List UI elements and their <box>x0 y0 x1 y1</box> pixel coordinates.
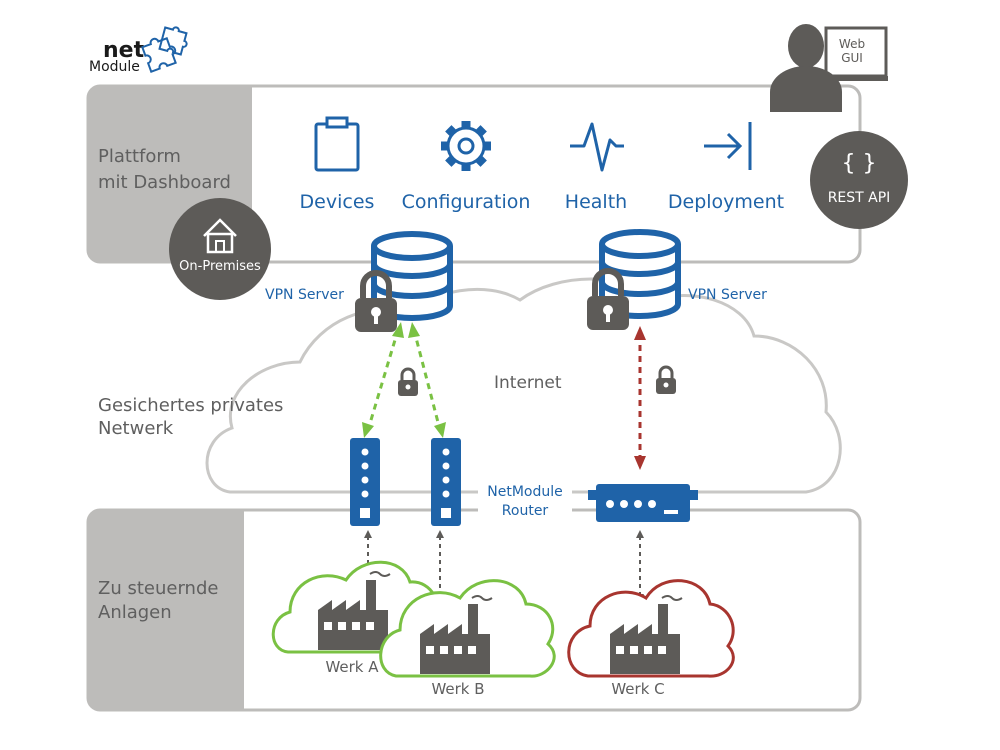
router-label-line2: Router <box>502 503 549 519</box>
feature-configuration: Configuration <box>402 191 531 213</box>
internet-cloud: Internet <box>205 277 842 494</box>
feature-devices: Devices <box>300 191 375 213</box>
vpn-server-right-label: VPN Server <box>688 287 767 303</box>
user-icon: Web GUI <box>770 24 888 112</box>
gear-icon <box>441 121 491 171</box>
vpn-server-left-label: VPN Server <box>265 287 344 303</box>
router-box-c <box>588 484 698 522</box>
plant-label-c: Werk C <box>611 680 664 698</box>
deploy-arrow-icon <box>704 122 752 170</box>
router-tower-a <box>350 438 380 526</box>
clipboard-icon <box>314 116 360 172</box>
internet-label: Internet <box>494 373 562 393</box>
router-tower-b <box>431 438 461 526</box>
plant-links <box>367 536 641 596</box>
vpn-tunnel-red <box>634 326 646 470</box>
private-network-line1: Gesichertes privates <box>98 395 283 416</box>
web-gui-line1: Web <box>839 37 865 51</box>
platform-label-line2: mit Dashboard <box>98 172 231 193</box>
puzzle-icon <box>141 26 188 73</box>
router-label-bg <box>478 480 572 520</box>
feature-health: Health <box>565 191 627 213</box>
rest-api-label: REST API <box>828 190 891 206</box>
logo-text-net: net <box>103 38 145 63</box>
plants-label-line2: Anlagen <box>98 602 172 623</box>
on-premises-badge: On-Premises <box>169 198 271 300</box>
router-label-line1: NetModule <box>487 484 562 500</box>
logo-text-module: Module <box>89 59 140 75</box>
web-gui-line2: GUI <box>841 51 863 65</box>
on-premises-label: On-Premises <box>179 259 261 274</box>
private-network-line2: Netwerk <box>98 418 174 439</box>
plant-cloud-c <box>567 579 735 678</box>
vpn-tunnel-green <box>362 322 446 438</box>
pulse-icon <box>570 122 624 172</box>
plant-cloud-b <box>379 579 556 678</box>
plant-label-a: Werk A <box>325 658 379 676</box>
braces-icon: { } <box>842 151 877 176</box>
netmodule-logo: net Module <box>89 26 188 75</box>
plant-label-b: Werk B <box>431 680 484 698</box>
platform-label-line1: Plattform <box>98 146 181 167</box>
feature-deployment: Deployment <box>668 191 784 213</box>
rest-api-badge: { } REST API <box>810 131 908 229</box>
plants-label-line1: Zu steuernde <box>98 578 218 599</box>
house-icon <box>203 218 237 254</box>
